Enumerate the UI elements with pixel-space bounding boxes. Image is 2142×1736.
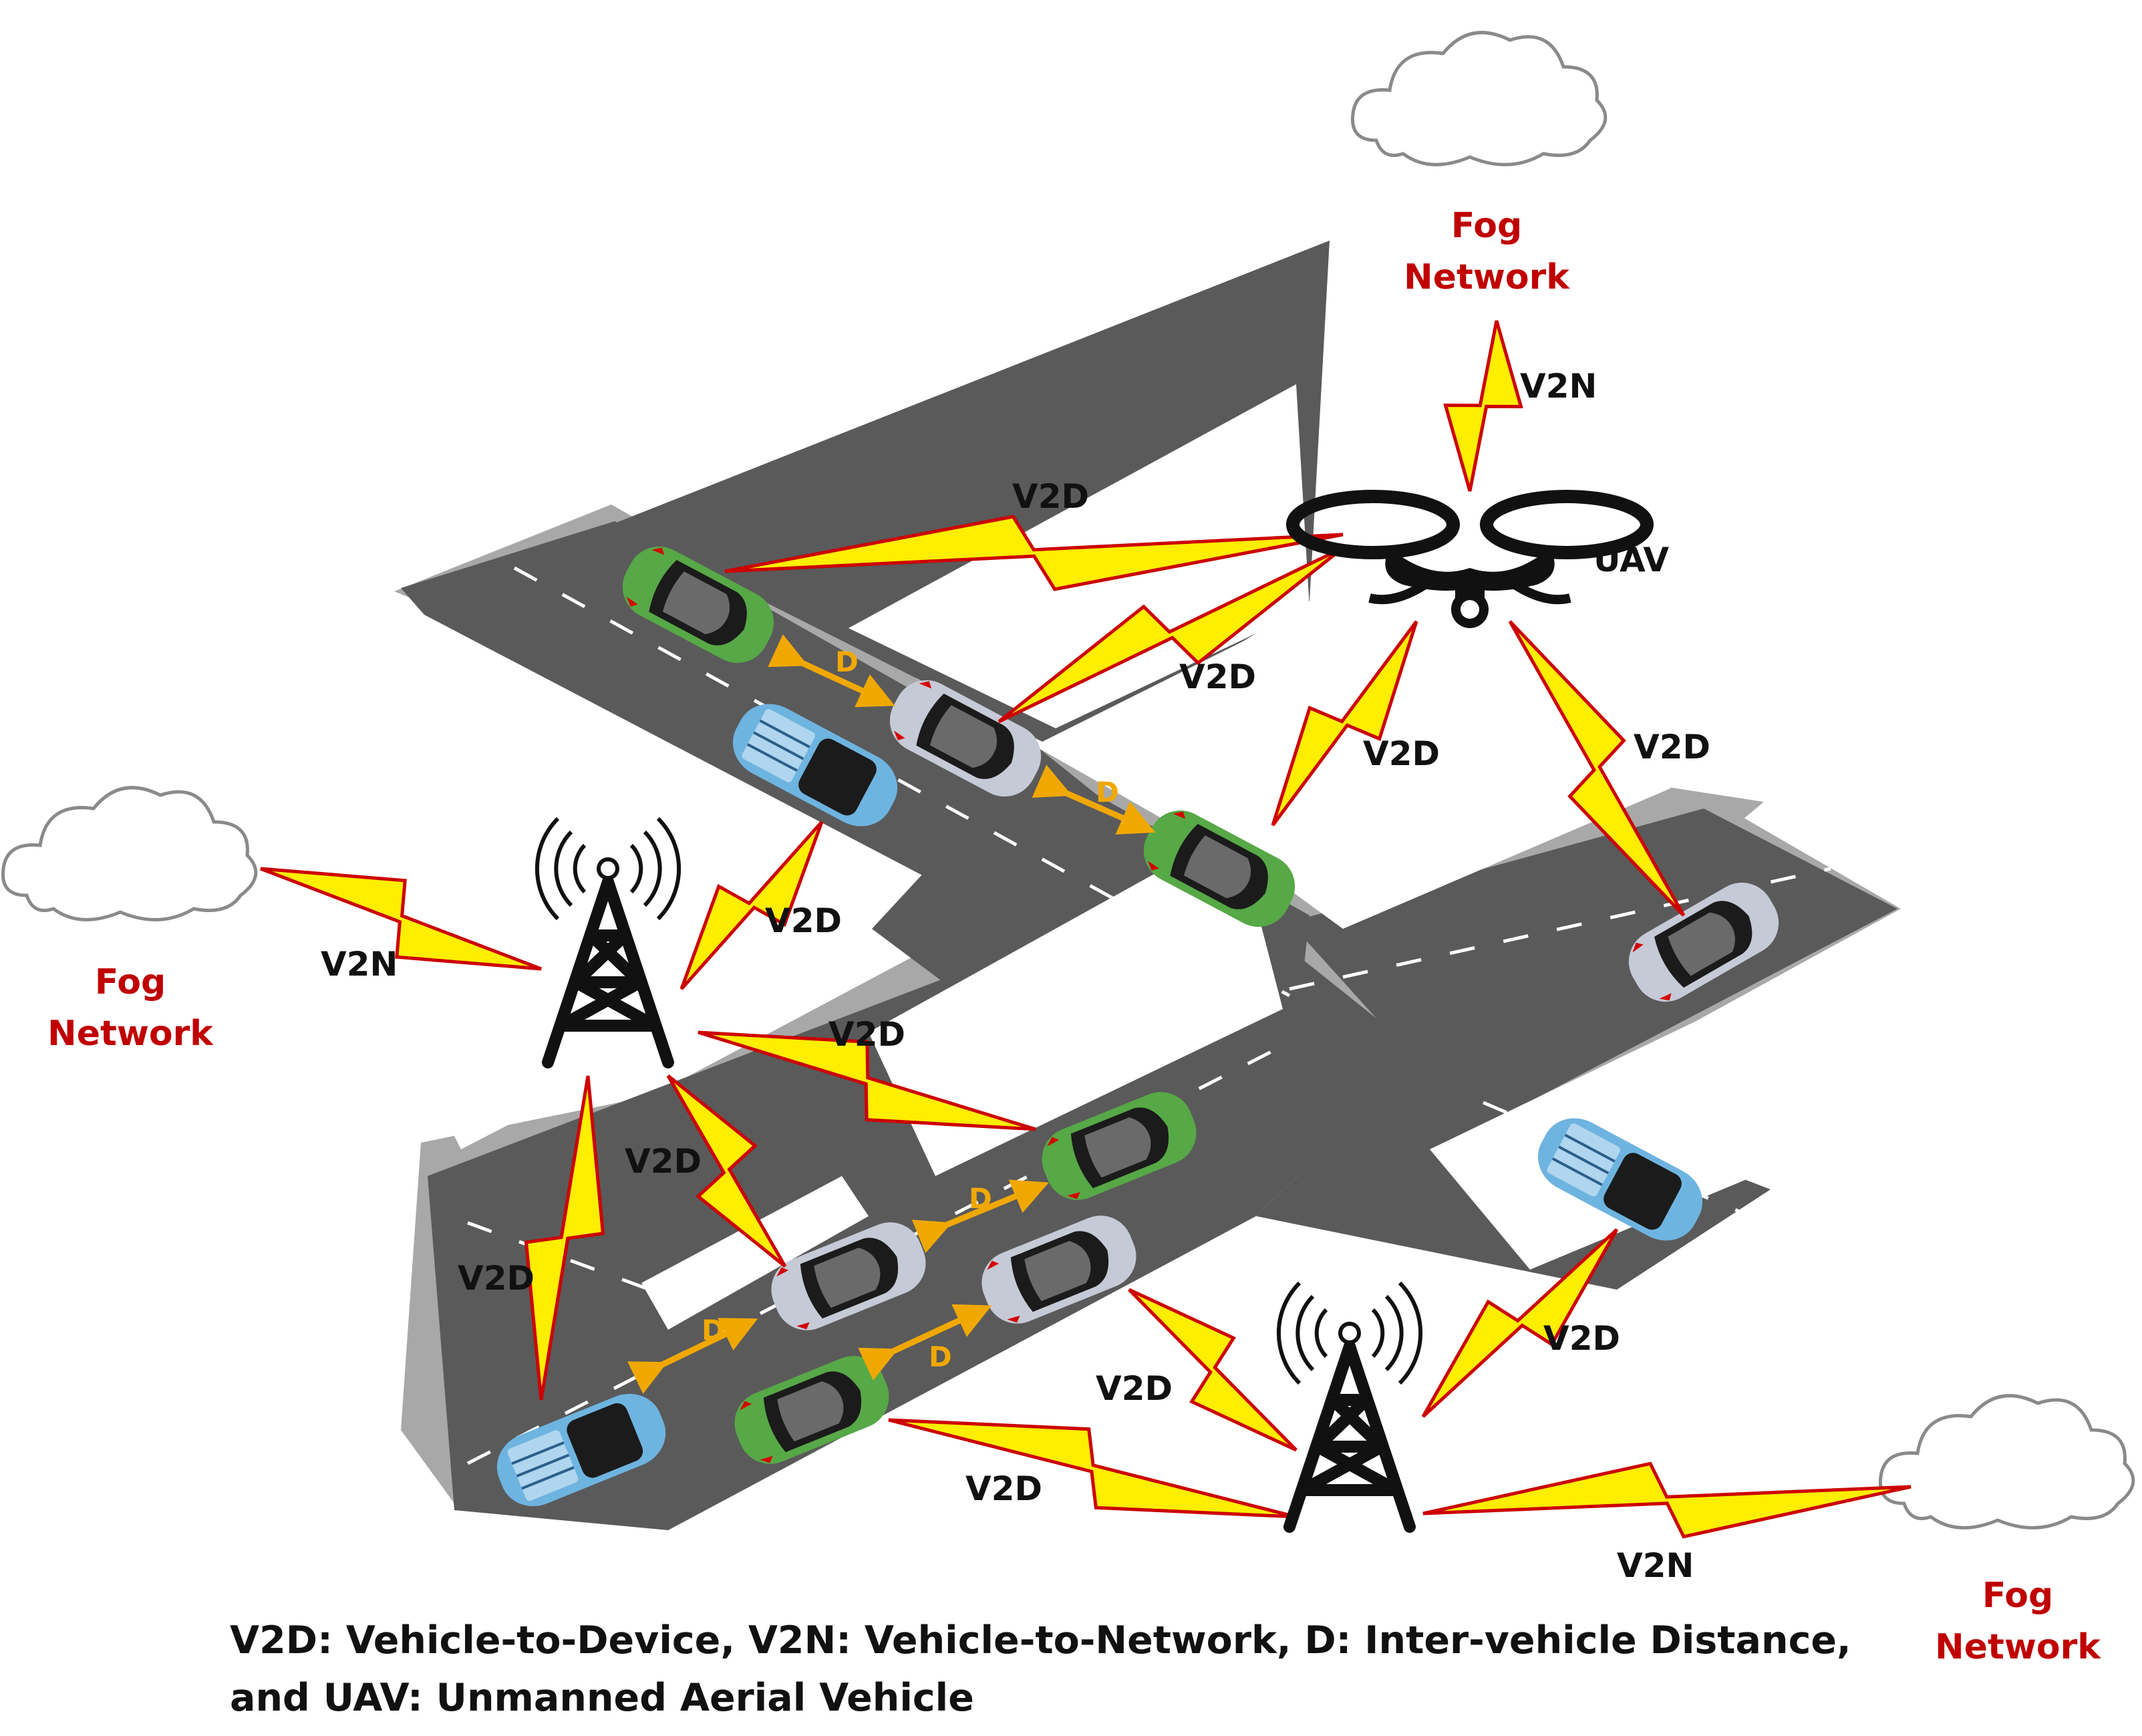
v2d-label: V2D: [458, 1259, 534, 1298]
distance-label: D: [1096, 776, 1119, 809]
v2d-label: V2D: [965, 1469, 1042, 1508]
v2d-label: V2D: [1179, 658, 1256, 696]
cell-tower-icon[interactable]: [534, 817, 681, 1068]
distance-arrow: [858, 1304, 992, 1381]
caption-line: V2D: Vehicle-to-Device, V2N: Vehicle-to-…: [230, 1618, 1851, 1662]
lightning-link-icon: [1443, 320, 1523, 492]
v2d-label: V2D: [1543, 1319, 1620, 1358]
distance-label: D: [929, 1340, 952, 1373]
cloud-icon: [1878, 1394, 2135, 1530]
fog-network-label: Network: [1404, 257, 1570, 297]
lightning-link-icon: [998, 546, 1344, 724]
clouds: [1, 31, 2135, 1530]
distance-arrow: [627, 1318, 758, 1395]
lightning-link-icon: [1508, 620, 1686, 917]
distance-arrow: [768, 634, 895, 708]
distance-label: D: [702, 1314, 725, 1346]
lightning-link-icon: [260, 867, 542, 971]
lightning-link-icon: [1271, 620, 1418, 827]
distance-label: D: [969, 1182, 992, 1215]
lightning-link-icon: [698, 1030, 1036, 1131]
road-network: [394, 241, 1901, 1530]
fog-label: Fog Network: [1935, 1576, 2101, 1667]
v2d-label: V2D: [765, 901, 842, 940]
fog-label: Fog Network: [47, 962, 214, 1054]
fog-network-label: Fog: [1451, 206, 1522, 246]
cloud-icon: [1350, 31, 1608, 166]
cloud-icon: [1, 786, 258, 921]
v2d-label: V2D: [1096, 1369, 1173, 1408]
fog-label: Fog Network: [1404, 206, 1570, 297]
v2n-label: V2N: [321, 945, 398, 984]
wireless-links: [260, 320, 1911, 1539]
lightning-link-icon: [724, 515, 1344, 591]
v2d-label: V2D: [1363, 734, 1440, 773]
v2d-label: V2D: [625, 1142, 702, 1181]
lightning-link-icon: [888, 1418, 1297, 1519]
v2d-label: V2D: [1012, 477, 1089, 516]
fog-network-label: Network: [47, 1014, 214, 1054]
v2n-label: V2N: [1617, 1546, 1694, 1585]
lightning-link-icon: [666, 1074, 787, 1268]
fog-network-label: Fog: [1982, 1576, 2053, 1616]
v2d-label: V2D: [828, 1015, 905, 1054]
distance-arrow: [1032, 764, 1156, 835]
uav-label: UAV: [1593, 541, 1669, 579]
fog-network-label: Network: [1935, 1627, 2101, 1667]
distance-arrows: [627, 634, 1156, 1395]
caption-line: and UAV: Unmanned Aerial Vehicle: [230, 1676, 974, 1720]
lightning-link-icon: [524, 1075, 605, 1401]
distance-arrow: [911, 1179, 1049, 1254]
lightning-link-icon: [1421, 1228, 1619, 1418]
distance-label: D: [835, 645, 859, 678]
cell-tower-icon[interactable]: [1276, 1281, 1423, 1533]
lightning-link-icon: [1128, 1288, 1297, 1452]
uav-drone-icon[interactable]: [1286, 490, 1654, 628]
lightning-link-icon: [1422, 1461, 1911, 1539]
caption: V2D: Vehicle-to-Device, V2N: Vehicle-to-…: [230, 1612, 2101, 1727]
lightning-link-icon: [679, 821, 824, 990]
v2d-label: V2D: [1634, 728, 1710, 766]
v2n-label: V2N: [1520, 367, 1597, 406]
fog-network-label: Fog: [95, 962, 166, 1002]
